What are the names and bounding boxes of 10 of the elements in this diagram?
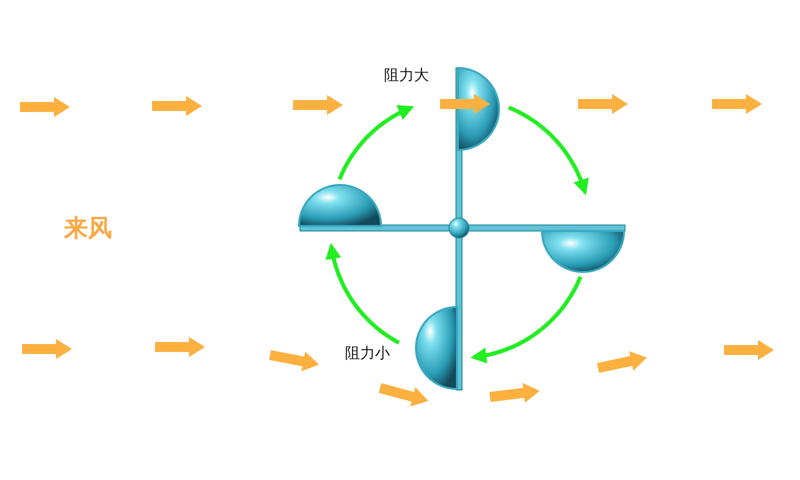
cup-drawing: [541, 230, 625, 274]
cup-label: 阻力小: [345, 344, 390, 363]
cup-drawing: [298, 183, 382, 227]
rotation-arrow: [508, 106, 589, 196]
cup-label: 阻力大: [384, 66, 429, 85]
rotation-arrow: [338, 105, 414, 180]
rotation-arrow: [325, 242, 400, 345]
rotation-arrow: [470, 276, 582, 364]
wind-label: 来风: [64, 213, 112, 244]
cup-drawing: [414, 306, 458, 390]
